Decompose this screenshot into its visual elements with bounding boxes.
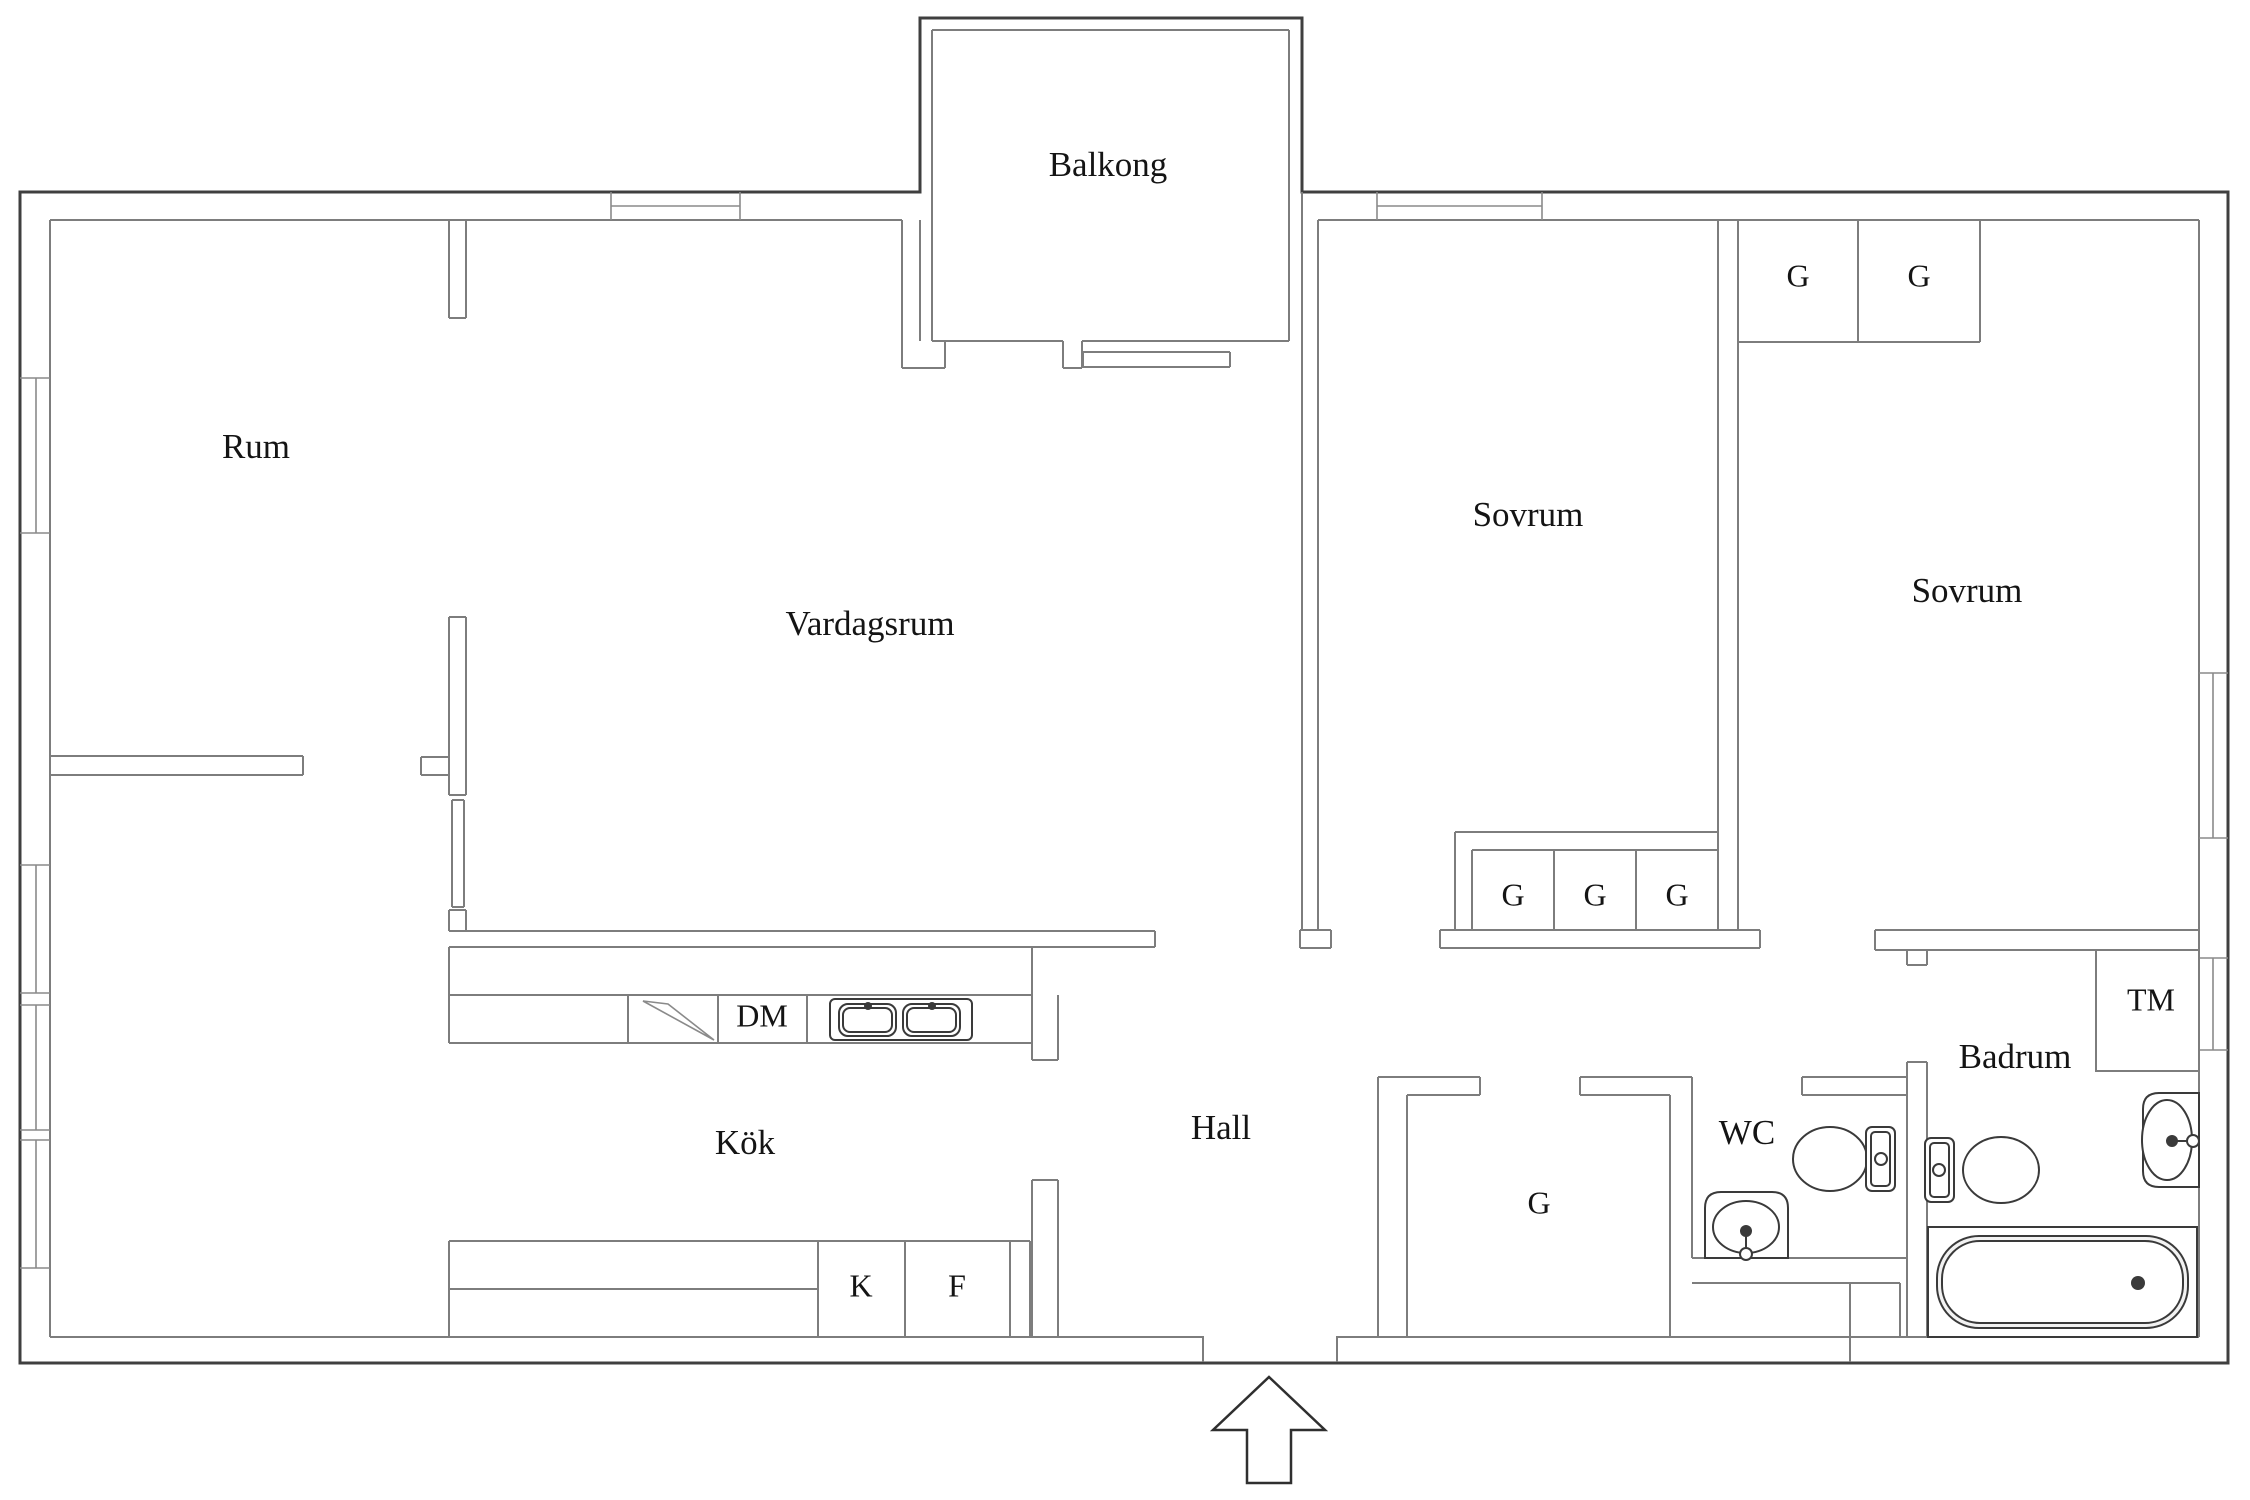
kitchen-hall-wall: [1031, 995, 1059, 1337]
wc-toilet-icon: [1792, 1126, 1896, 1192]
entrance-arrow-icon: [1209, 1375, 1329, 1485]
window-top-1: [610, 192, 741, 220]
sovrum2-closets: [1738, 220, 1981, 343]
window-left-2: [20, 864, 50, 994]
appliance-label-fridge: K: [849, 1267, 872, 1303]
room-label-vardagsrum: Vardagsrum: [785, 604, 954, 643]
wc-walls: [1692, 1076, 1907, 1362]
sovrum1-walls: [1299, 192, 1761, 949]
window-left-3: [20, 1004, 50, 1131]
room-label-wc: WC: [1719, 1113, 1775, 1152]
window-left-1: [20, 377, 50, 534]
closet-label-sovrum2-1: G: [1786, 257, 1809, 293]
washing-machine-box: [2095, 949, 2200, 1072]
room-label-balkong: Balkong: [1049, 145, 1168, 184]
bathtub-icon: [1927, 1226, 2198, 1338]
window-left-4: [20, 1139, 50, 1269]
room-label-sovrum-2: Sovrum: [1912, 571, 2023, 610]
appliance-label-freezer: F: [948, 1267, 966, 1303]
hall-closet-walls: [1377, 1076, 1693, 1337]
room-label-kok: Kök: [715, 1123, 776, 1162]
room-label-sovrum-1: Sovrum: [1473, 495, 1584, 534]
rum-vardagsrum-wall: [420, 220, 467, 931]
closet-label-hall: G: [1527, 1184, 1550, 1220]
kitchen-sink-icon: [829, 998, 973, 1041]
kitchen-bottom-counter: [448, 1240, 1031, 1337]
balcony-walls: [901, 29, 1303, 369]
appliance-label-washing-machine: TM: [2127, 981, 2175, 1017]
window-top-2: [1376, 192, 1543, 220]
appliance-label-dishwasher: DM: [736, 997, 788, 1033]
rum-kok-wall: [50, 755, 304, 776]
wc-sink-icon: [1704, 1191, 1789, 1261]
closet-label-sovrum1-1: G: [1501, 876, 1524, 912]
kitchen-peninsula: [448, 930, 1156, 1060]
closet-label-sovrum1-3: G: [1665, 876, 1688, 912]
inner-perimeter-walls: [49, 219, 2200, 1362]
stove-icon: [642, 1000, 715, 1041]
sovrum1-closets: [1454, 831, 1718, 930]
closet-label-sovrum2-2: G: [1907, 257, 1930, 293]
closet-label-sovrum1-2: G: [1583, 876, 1606, 912]
room-label-hall: Hall: [1191, 1108, 1252, 1147]
window-right-2: [2199, 957, 2228, 1051]
room-label-rum: Rum: [222, 427, 290, 466]
sovrum-divider-wall: [1717, 220, 1739, 930]
window-right-1: [2199, 672, 2228, 839]
room-label-badrum: Badrum: [1959, 1037, 2072, 1076]
badrum-toilet-icon: [1924, 1136, 2040, 1204]
badrum-sink-icon: [2141, 1092, 2200, 1188]
